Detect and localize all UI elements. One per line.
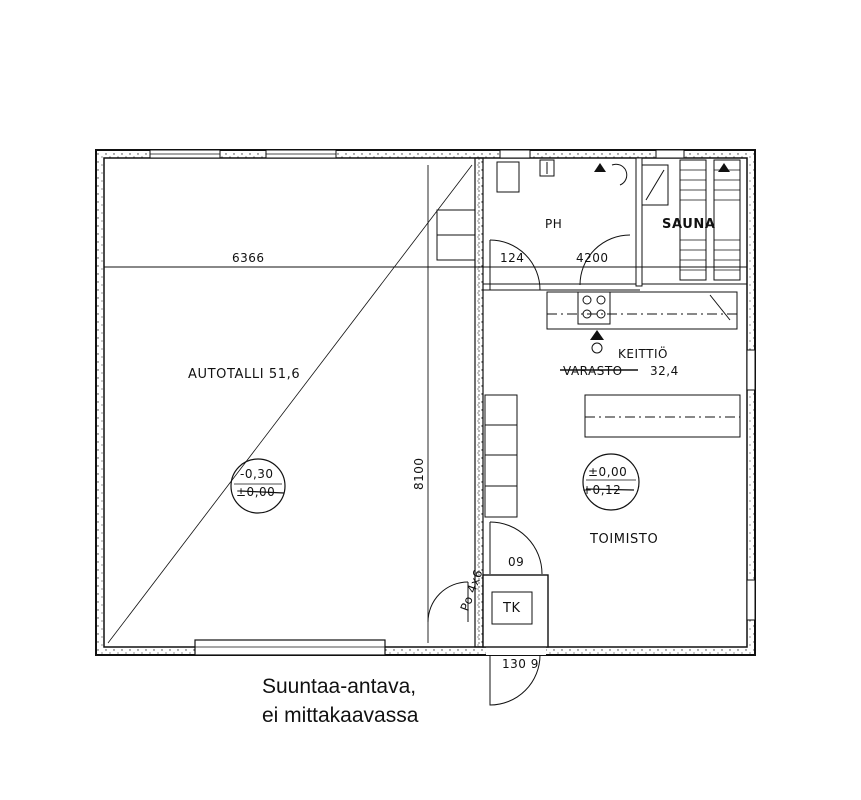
sauna-label: SAUNA (662, 217, 716, 232)
depth-dimension: 8100 (412, 457, 426, 490)
right-width-dimension: 4200 (576, 251, 609, 265)
storage-label-struck: VARASTO (563, 364, 623, 378)
partition-wall (474, 157, 747, 648)
office-level-marker: ±0,00 +0,12 (582, 453, 640, 511)
garage-lines (104, 164, 747, 644)
office-level-old: +0,12 (582, 483, 621, 497)
storage-area-label: 32,4 (650, 364, 679, 378)
kitchen-counter (546, 291, 741, 438)
garage-width-dimension: 6366 (232, 251, 265, 265)
wc-room (482, 521, 549, 706)
caption-line-2: ei mittakaavassa (262, 704, 419, 727)
office-shelves (484, 394, 518, 518)
wc-label: TK (502, 601, 521, 616)
ph-door-dimension: 124 (500, 251, 524, 265)
office-level-new: ±0,00 (588, 465, 627, 479)
caption-line-1: Suuntaa-antava, (262, 675, 417, 698)
garage-label: AUTOTALLI 51,6 (188, 367, 300, 382)
office-label: TOIMISTO (589, 532, 658, 547)
garage-level-new: -0,30 (240, 467, 274, 481)
tk-door-dimension: 09 (508, 555, 524, 569)
kitchen-label: KEITTIÖ (618, 345, 668, 361)
outer-door-dimension: 130 9 (502, 657, 539, 671)
bathroom-fixtures (489, 159, 631, 291)
plan-caption: Suuntaa-antava, ei mittakaavassa (262, 672, 482, 730)
bathroom-label: PH (545, 217, 562, 231)
garage-level-marker: -0,30 ±0,00 (230, 458, 286, 514)
sauna-benches (641, 159, 741, 281)
